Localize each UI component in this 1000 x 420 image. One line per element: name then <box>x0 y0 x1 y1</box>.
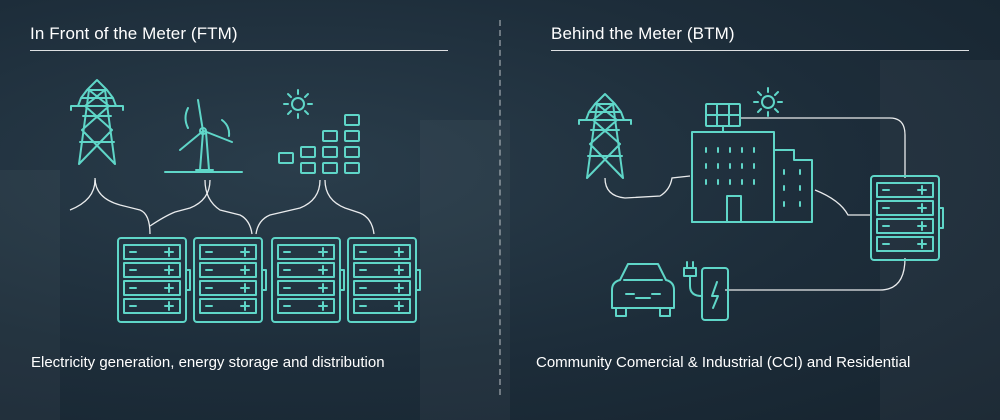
battery-icon <box>271 237 345 323</box>
connector-line <box>324 179 375 235</box>
ftm-title-rule <box>30 50 448 51</box>
btm-title: Behind the Meter (BTM) <box>551 24 735 43</box>
building-icon <box>691 131 813 223</box>
connector-line <box>814 189 872 216</box>
ftm-caption: Electricity generation, energy storage a… <box>31 354 385 371</box>
transmission-tower-icon <box>578 93 632 179</box>
connector-line <box>725 257 906 291</box>
charging-station-icon <box>683 261 729 321</box>
solar-array-icon <box>278 89 360 174</box>
connector-line <box>69 179 96 211</box>
connector-line <box>740 117 906 178</box>
solar-panel-icon <box>705 103 741 133</box>
connector-line <box>94 177 151 235</box>
battery-icon <box>117 237 191 323</box>
connector-line <box>149 179 211 227</box>
connector-line <box>255 179 321 235</box>
battery-icon <box>347 237 421 323</box>
ftm-title: In Front of the Meter (FTM) <box>30 24 238 43</box>
btm-title-rule <box>551 50 969 51</box>
sun-icon <box>753 87 783 117</box>
connector-line <box>604 175 691 199</box>
car-icon <box>611 263 675 317</box>
connector-line <box>204 179 253 235</box>
wind-turbine-icon <box>164 99 243 173</box>
transmission-tower-icon <box>70 79 124 165</box>
battery-icon <box>870 175 944 261</box>
section-divider <box>499 20 501 395</box>
battery-icon <box>193 237 267 323</box>
btm-caption: Community Comercial & Industrial (CCI) a… <box>536 354 911 371</box>
